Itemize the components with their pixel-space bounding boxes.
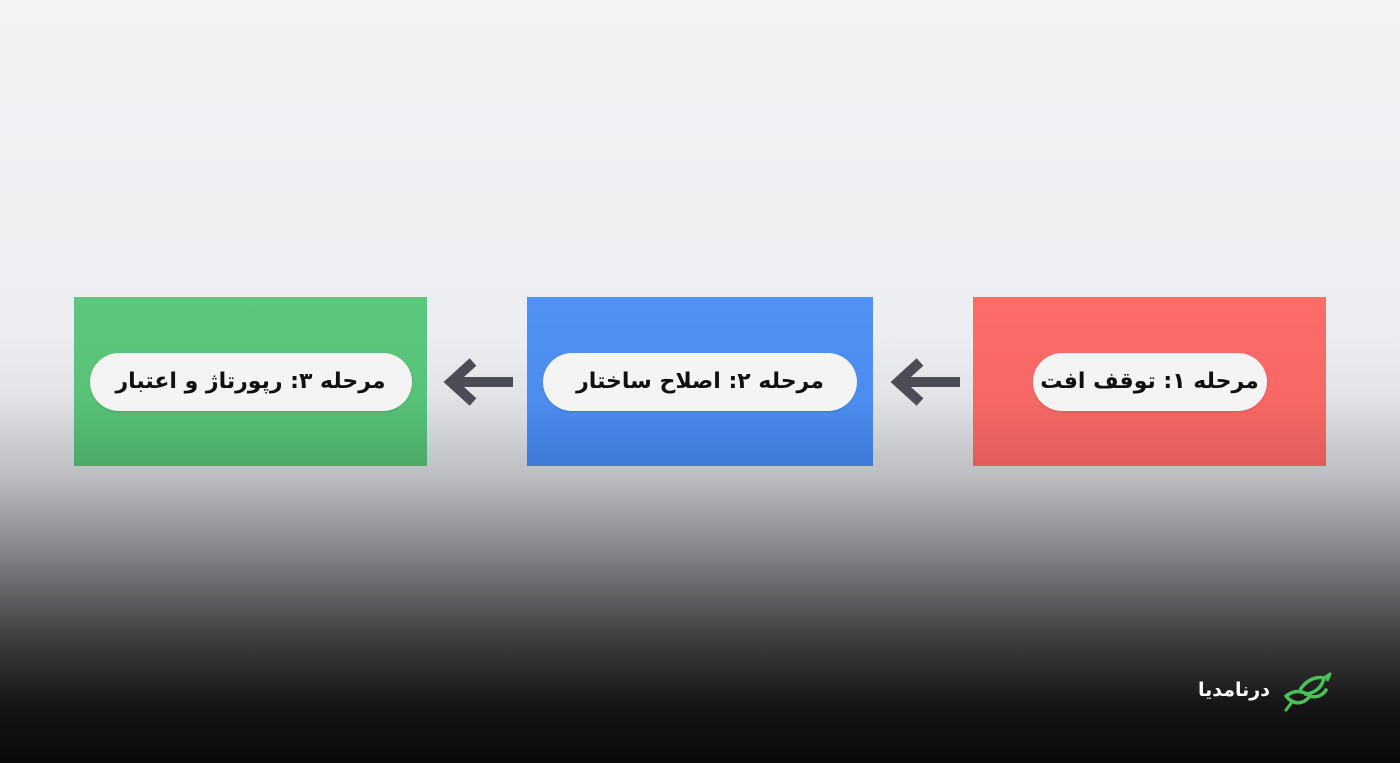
step-3-label: مرحله ۳: رپورتاژ و اعتبار	[89, 352, 412, 411]
step-1-box: مرحله ۱: توقف افت	[973, 297, 1326, 466]
step-2-label: مرحله ۲: اصلاح ساختار	[543, 352, 857, 411]
step-1-label: مرحله ۱: توقف افت	[1032, 352, 1267, 411]
leaf-bird-icon	[1284, 672, 1332, 712]
brand-logo-text: درنامدیا	[1198, 679, 1270, 701]
arrow-left-icon	[443, 358, 513, 406]
arrow-left-icon	[890, 358, 960, 406]
brand-logo: درنامدیا	[1198, 662, 1350, 718]
step-3-box: مرحله ۳: رپورتاژ و اعتبار	[74, 297, 427, 466]
step-2-box: مرحله ۲: اصلاح ساختار	[527, 297, 873, 466]
